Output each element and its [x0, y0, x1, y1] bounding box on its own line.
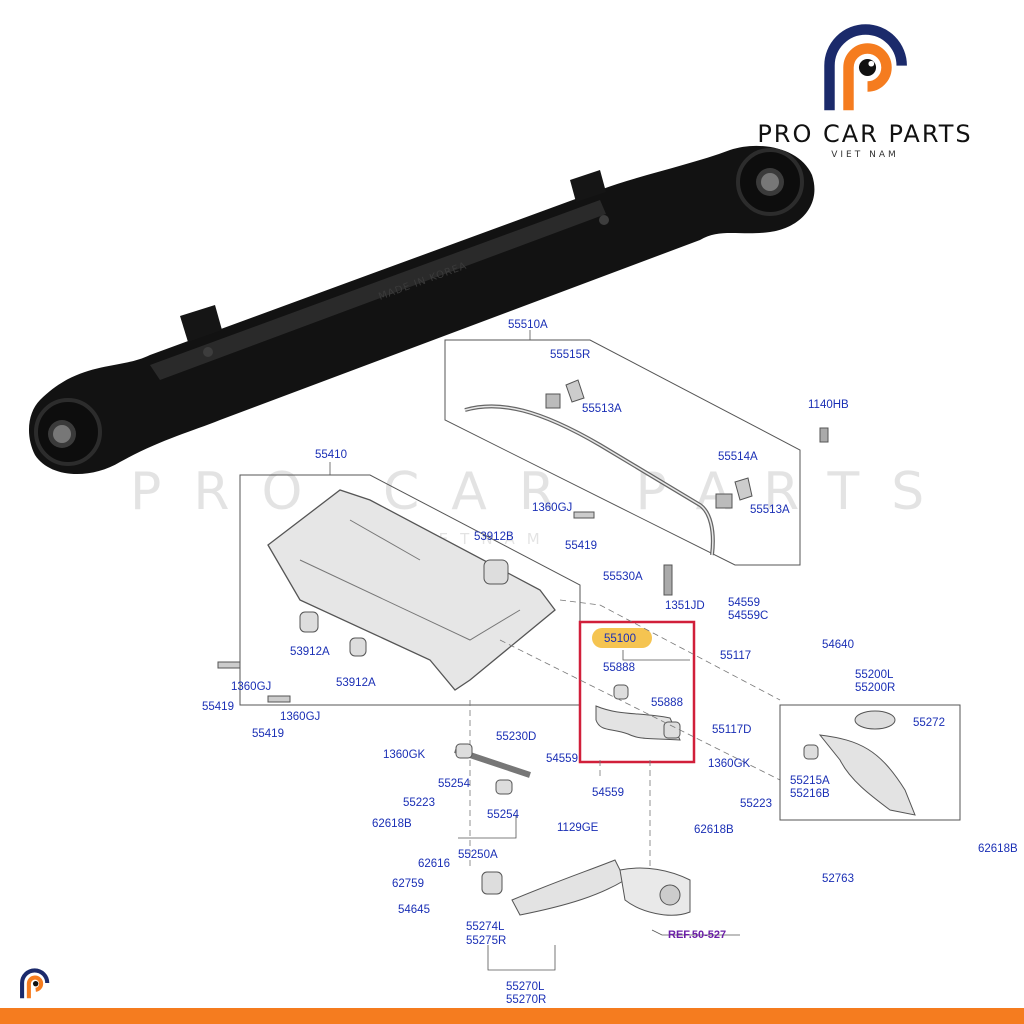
- label-55254-1: 55254: [438, 778, 471, 790]
- label-55515r: 55515R: [550, 349, 590, 361]
- brand-logo-icon: [824, 24, 907, 111]
- label-54640: 54640: [822, 639, 854, 651]
- label-55100: 55100: [604, 633, 636, 645]
- label-54645: 54645: [398, 904, 430, 916]
- label-54559-mid: 54559: [546, 753, 578, 765]
- label-55270r: 55270R: [506, 994, 546, 1006]
- label-55275r: 55275R: [466, 935, 506, 947]
- label-55272: 55272: [913, 717, 945, 729]
- label-55230d: 55230D: [496, 731, 536, 743]
- highlighted-part-group: [578, 620, 696, 764]
- label-1129ge: 1129GE: [557, 822, 599, 834]
- label-62618b-3: 62618B: [978, 843, 1018, 855]
- label-55216b: 55216B: [790, 788, 830, 800]
- trailing-arm-group: [454, 743, 691, 916]
- label-1360gj-1: 1360GJ: [231, 681, 271, 693]
- label-55419-2: 55419: [252, 728, 284, 740]
- label-54559-top: 54559: [728, 597, 760, 609]
- label-55254-2: 55254: [487, 809, 520, 821]
- label-55419-top: 55419: [565, 540, 597, 552]
- label-55274l: 55274L: [466, 921, 505, 933]
- label-62759: 62759: [392, 878, 424, 890]
- label-55888-1: 55888: [603, 662, 635, 674]
- brand-name: PRO CAR PARTS: [757, 120, 973, 148]
- brand-block: PRO CAR PARTS VIET NAM: [720, 20, 1010, 170]
- label-52763: 52763: [822, 873, 854, 885]
- label-53912b: 53912B: [474, 531, 514, 543]
- label-55223-2: 55223: [740, 798, 772, 810]
- label-1360gj-2: 1360GJ: [280, 711, 320, 723]
- label-55513a-2: 55513A: [750, 504, 790, 516]
- label-55270l: 55270L: [506, 981, 545, 993]
- lower-arm-group: [779, 704, 961, 821]
- label-55117d: 55117D: [712, 724, 751, 736]
- label-55513a-1: 55513A: [582, 403, 622, 415]
- bottom-accent-bar: [0, 1008, 1024, 1024]
- label-55117: 55117: [720, 650, 751, 662]
- label-54559-low: 54559: [592, 787, 624, 799]
- label-53912a-1: 53912A: [290, 646, 330, 658]
- label-1360gk-2: 1360GK: [708, 758, 751, 770]
- label-1351jd: 1351JD: [665, 600, 705, 612]
- reference-label: REF.50-527: [668, 929, 726, 941]
- label-55514a: 55514A: [718, 451, 758, 463]
- label-55888-2: 55888: [651, 697, 683, 709]
- label-55200l: 55200L: [855, 669, 894, 681]
- label-55410: 55410: [315, 449, 347, 461]
- label-1360gj-top: 1360GJ: [532, 502, 572, 514]
- leader-lines: [329, 330, 740, 971]
- corner-logo-icon: [20, 968, 50, 999]
- label-1140hb: 1140HB: [808, 399, 849, 411]
- label-62618b-1: 62618B: [372, 818, 412, 830]
- label-54559c: 54559C: [728, 610, 768, 622]
- label-62616: 62616: [418, 858, 450, 870]
- brand-subtitle: VIET NAM: [831, 150, 899, 160]
- label-55530a: 55530A: [603, 571, 643, 583]
- label-55250a: 55250A: [458, 849, 498, 861]
- label-55419-1: 55419: [202, 701, 234, 713]
- dashed-lines: [469, 599, 781, 880]
- label-55510a: 55510A: [508, 319, 548, 331]
- label-55215a: 55215A: [790, 775, 830, 787]
- label-1360gk-1: 1360GK: [383, 749, 426, 761]
- label-53912a-2: 53912A: [336, 677, 376, 689]
- label-55223-1: 55223: [403, 797, 435, 809]
- product-photo-arm: MADE IN KOREA: [28, 145, 815, 475]
- label-55200r: 55200R: [855, 682, 895, 694]
- watermark-text: PRO CAR PARTS: [130, 462, 957, 522]
- stabilizer-group: [444, 339, 829, 596]
- label-62618b-2: 62618B: [694, 824, 734, 836]
